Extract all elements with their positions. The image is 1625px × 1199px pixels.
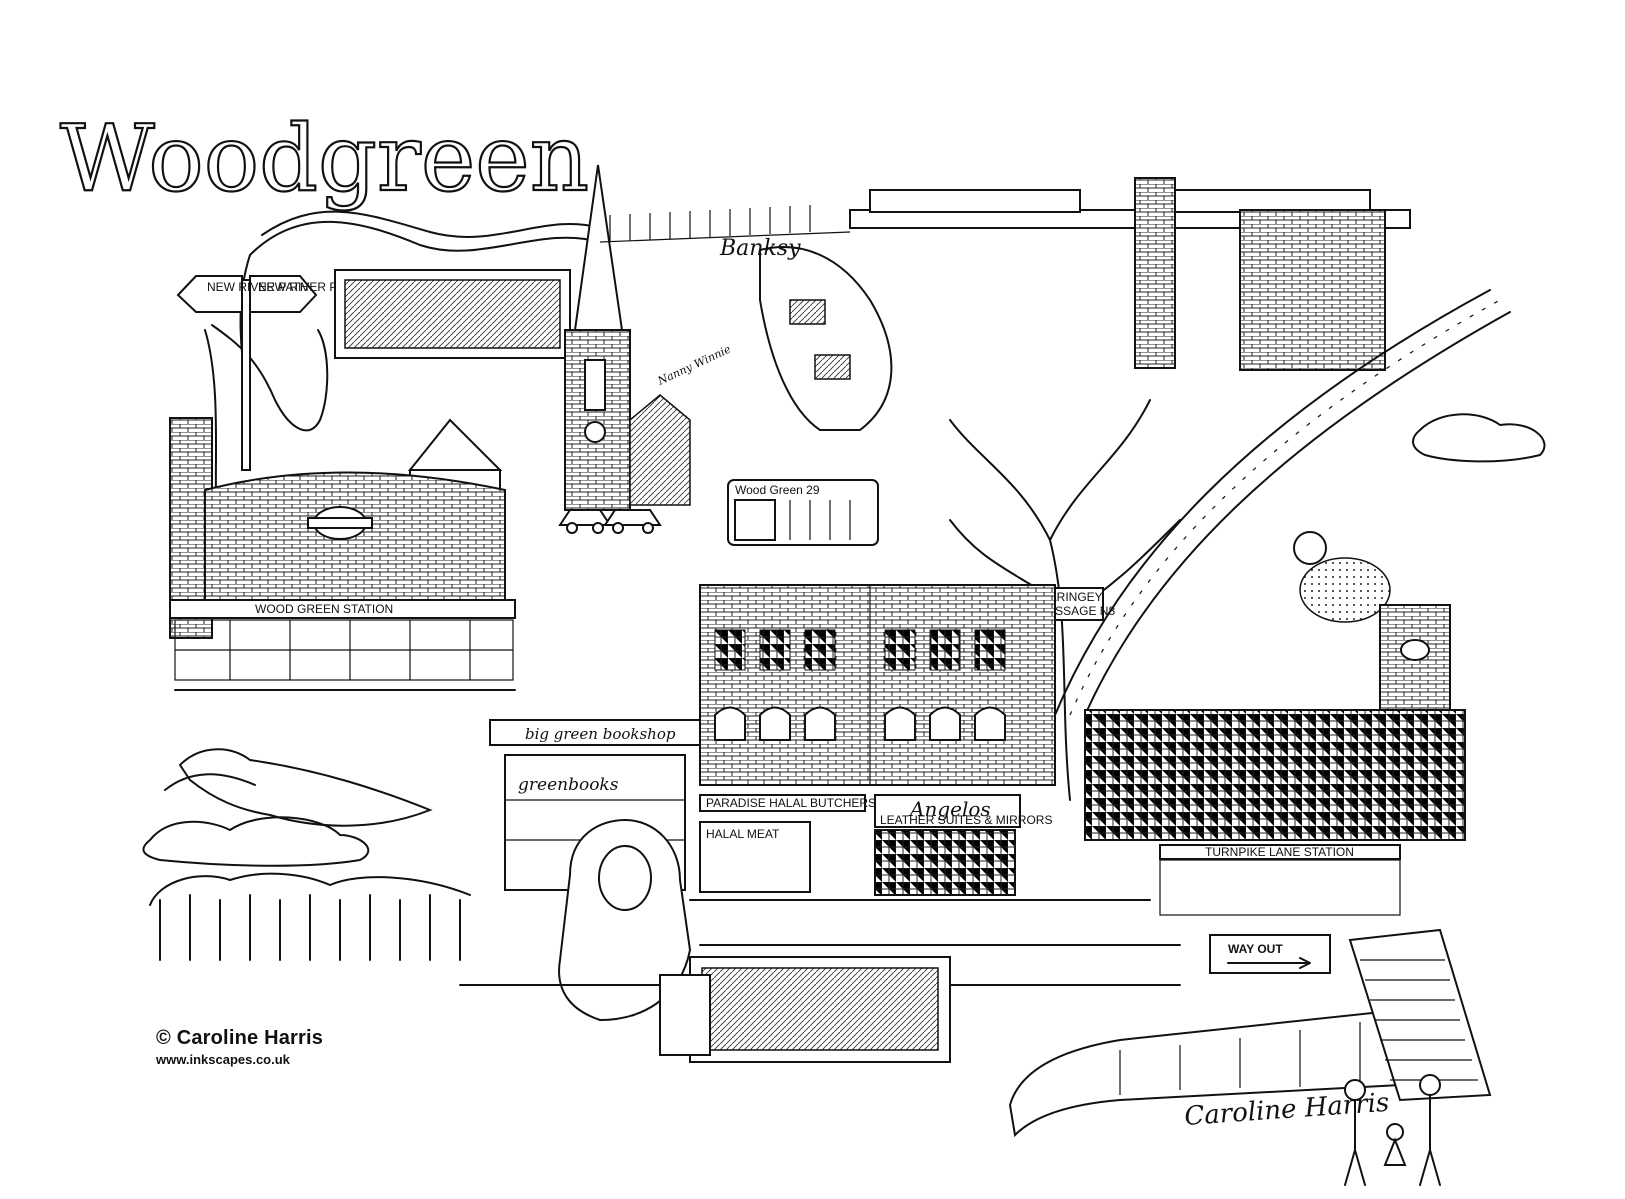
credit-name: © Caroline Harris [156, 1027, 324, 1049]
shop-terrace: PARADISE HALAL BUTCHERS HALAL MEAT Angel… [689, 584, 1151, 901]
flying-goose [164, 748, 433, 827]
credit-url: www.inkscapes.co.uk [156, 1052, 290, 1067]
pigeon [1293, 531, 1391, 623]
woman-portrait [558, 818, 692, 1022]
church [407, 164, 691, 511]
family-walking [1344, 1074, 1441, 1186]
central-tree [949, 399, 1181, 801]
mural-panel-top [334, 269, 571, 359]
angelos-sub: LEATHER SUITES & MIRRORS [880, 813, 1052, 827]
butcher-sign: PARADISE HALAL BUTCHERS [706, 796, 876, 810]
diagonal-railway [1054, 289, 1491, 716]
turnpike-sign: TURNPIKE LANE STATION [1205, 845, 1354, 859]
turnpike-lane-station: TURNPIKE LANE STATION [1084, 604, 1466, 916]
banksy-mural: Banksy Nanny Winnie [655, 236, 893, 431]
cars [558, 509, 662, 534]
angelos-sign: Angelos [908, 797, 991, 821]
bus: Wood Green 29 [727, 479, 879, 546]
credit-block: © Caroline Harris www.inkscapes.co.uk [156, 1027, 323, 1067]
sign-new-river-left: NEW RIVER PATH [207, 280, 309, 294]
way-out-text: WAY OUT [1228, 942, 1283, 956]
haringey-line2: PASSAGE N8 [1040, 604, 1115, 618]
bookshop-window: greenbooks [518, 775, 619, 795]
nanny-winnie-label: Nanny Winnie [655, 342, 733, 388]
mural-panel-bottom [659, 956, 951, 1063]
escalator [1348, 928, 1492, 1102]
railway-top [599, 177, 1411, 371]
cloud-right [1412, 413, 1546, 463]
way-out-sign: WAY OUT [1209, 934, 1331, 974]
station-name: WOOD GREEN STATION [255, 602, 393, 616]
wood-green-station: WOOD GREEN STATION [169, 417, 516, 691]
tree-row [149, 872, 471, 961]
bus-destination: Wood Green 29 [735, 483, 820, 497]
cloud-left [142, 816, 370, 867]
bookshop-sign: big green bookshop [525, 725, 676, 743]
halal-meat-sign: HALAL MEAT [706, 827, 780, 841]
title: Woodgreen [60, 105, 589, 212]
